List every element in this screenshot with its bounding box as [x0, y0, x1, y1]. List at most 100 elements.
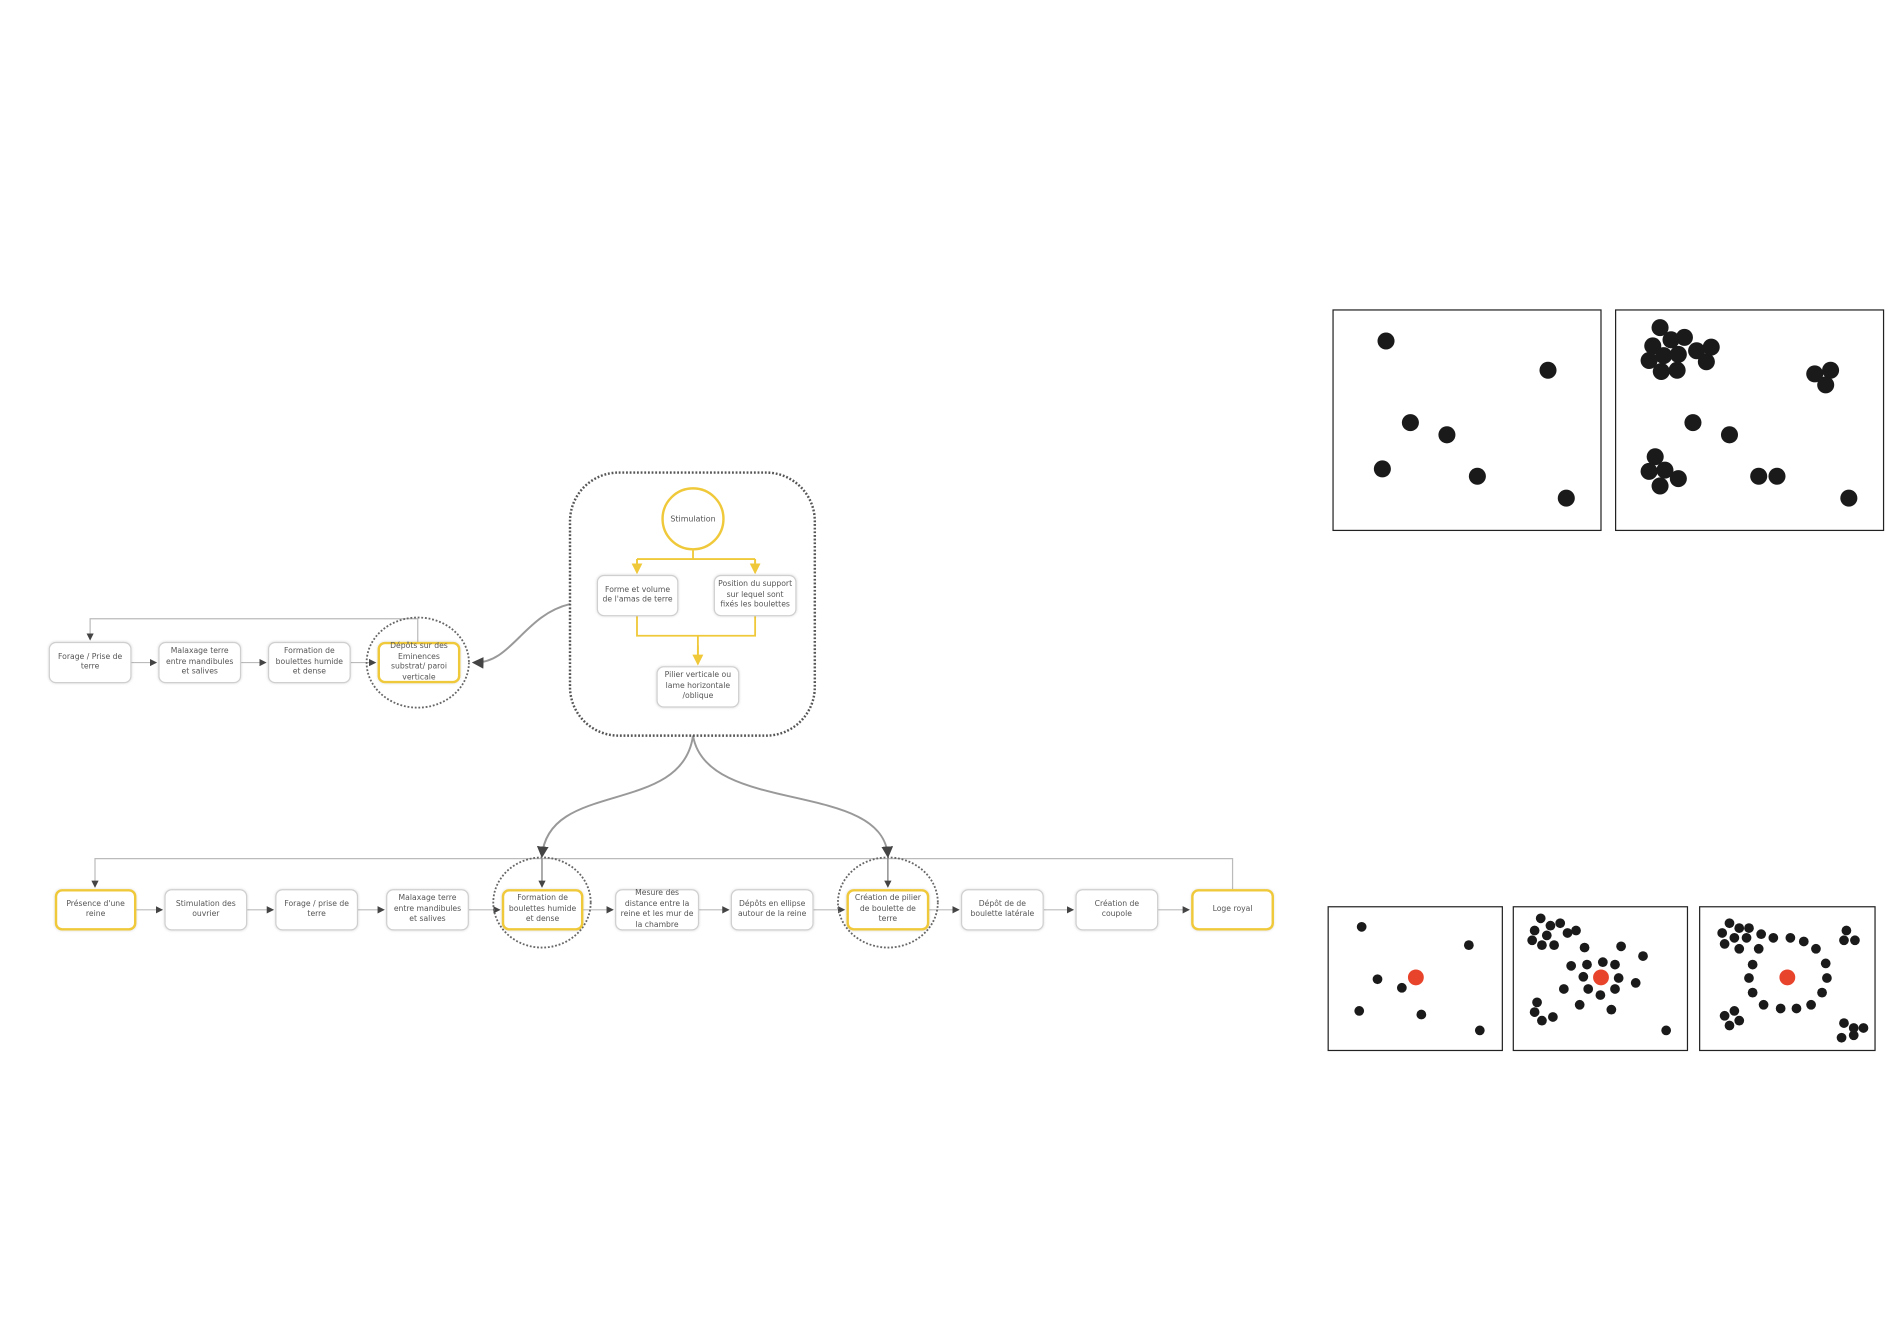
- pellet-dot: [1798, 936, 1809, 947]
- pellet-dot: [1716, 927, 1728, 939]
- step-forme-volume[interactable]: Forme et volume de l'amas de terre: [596, 574, 679, 617]
- pellet-dot: [1838, 935, 1850, 946]
- pellet-dot: [1848, 1030, 1859, 1041]
- pellet-dot: [1849, 935, 1861, 946]
- pellet-dot: [1719, 938, 1730, 950]
- pellet-dot: [1547, 1011, 1559, 1023]
- feedback-line-top: [86, 618, 419, 642]
- step-malaxage-top[interactable]: Malaxage terre entre mandibules et saliv…: [158, 641, 242, 684]
- curve-to-pilier: [692, 735, 894, 859]
- pellet-dot: [1733, 943, 1745, 954]
- pellet-dot: [1529, 1006, 1540, 1018]
- focus-circle-depots: [365, 616, 470, 709]
- pellet-dot: [1668, 361, 1686, 379]
- pellet-dot: [1816, 987, 1828, 998]
- pellet-dot: [1595, 989, 1606, 1001]
- pellet-dot: [1785, 932, 1796, 944]
- pellet-dot: [1753, 943, 1764, 954]
- step-creation-pilier[interactable]: Création de pilier de boulette de terre: [846, 889, 930, 931]
- pellet-dot: [1675, 328, 1693, 346]
- pellet-dot: [1377, 332, 1395, 350]
- pellet-dot: [1356, 921, 1367, 933]
- pellet-dot: [1729, 1005, 1740, 1017]
- pellet-dot: [1578, 971, 1589, 983]
- pellet-dot: [1615, 941, 1627, 952]
- step-presence-reine[interactable]: Présence d'une reine: [54, 889, 137, 931]
- pellet-dot: [1747, 959, 1758, 970]
- pellet-dot: [1822, 361, 1840, 379]
- pellet-dot: [1768, 467, 1786, 485]
- step-depots-top[interactable]: Dépôts sur des Eminences substrat/ paroi…: [377, 641, 461, 684]
- pellet-dot: [1562, 927, 1573, 939]
- pellet-dot: [1702, 338, 1720, 356]
- step-formation-top[interactable]: Formation de boulettes humide et dense: [267, 641, 351, 684]
- pellet-dot: [1579, 942, 1590, 953]
- pellet-dot: [1768, 932, 1779, 944]
- pellet-dot: [1541, 930, 1553, 941]
- step-forage-bottom[interactable]: Forage / prise de terre: [275, 889, 359, 931]
- pellet-dot: [1651, 477, 1669, 495]
- pellet-dot: [1554, 917, 1566, 929]
- step-malaxage-bottom[interactable]: Malaxage terre entre mandibules et saliv…: [386, 889, 469, 931]
- pellet-dot: [1655, 347, 1673, 365]
- pellet-dot: [1719, 1010, 1730, 1021]
- pellet-dot: [1743, 922, 1755, 934]
- pellet-dot: [1416, 1009, 1427, 1020]
- step-creation-coupole[interactable]: Création de coupole: [1075, 889, 1159, 931]
- pellet-dot: [1775, 1003, 1786, 1014]
- pellet-dot: [1531, 997, 1543, 1008]
- focus-circle-pilier: [837, 856, 939, 949]
- queen-dot: [1592, 968, 1609, 985]
- pellet-dot: [1640, 462, 1658, 480]
- pellet-dot: [1463, 939, 1475, 951]
- pellet-dot: [1536, 939, 1548, 951]
- pellet-dot: [1652, 362, 1670, 381]
- pellet-dot: [1613, 972, 1624, 984]
- pellet-dot: [1841, 925, 1852, 936]
- step-formation-bottom[interactable]: Formation de boulettes humide et dense: [501, 889, 584, 931]
- queen-dot: [1778, 968, 1795, 985]
- pellet-dot: [1582, 983, 1594, 995]
- step-forage-top[interactable]: Forage / Prise de terre: [48, 641, 132, 684]
- queen-dot: [1407, 968, 1424, 985]
- step-depots-ellipse[interactable]: Dépôts en ellipse autour de la reine: [730, 889, 814, 931]
- pellet-dot: [1821, 972, 1833, 984]
- focus-circle-formation: [492, 856, 592, 949]
- pellet-dot: [1662, 331, 1680, 349]
- pellet-dot: [1684, 414, 1702, 432]
- pellet-dot: [1565, 960, 1577, 972]
- pellet-dot: [1656, 461, 1674, 479]
- curve-to-top-row: [471, 603, 571, 669]
- pellet-dot: [1820, 958, 1831, 969]
- pellet-dot: [1474, 1025, 1486, 1036]
- pellet-dot: [1733, 922, 1745, 934]
- pellet-dot: [1743, 972, 1755, 984]
- pellet-dot: [1536, 1015, 1548, 1026]
- pellet-dot: [1401, 414, 1419, 432]
- pellet-dot: [1810, 943, 1822, 954]
- pellet-dot: [1535, 913, 1546, 924]
- step-position-support[interactable]: Position du support sur lequel sont fixé…: [713, 574, 797, 617]
- pellet-dot: [1720, 426, 1739, 444]
- step-pilier-lame[interactable]: Pilier verticale ou lame horizontale /ob…: [656, 666, 740, 708]
- pellet-dot: [1646, 448, 1664, 466]
- step-loge-royal[interactable]: Loge royal: [1191, 889, 1274, 931]
- step-depot-laterale[interactable]: Dépôt de de boulette latérale: [960, 889, 1044, 931]
- pellet-dot: [1758, 999, 1769, 1011]
- pellet-dot: [1697, 353, 1715, 371]
- step-mesure-distance[interactable]: Mesure des distance entre la reine et le…: [615, 889, 700, 931]
- stimulation-node[interactable]: Stimulation: [661, 487, 725, 551]
- feedback-line-bottom: [91, 858, 1234, 890]
- pellet-dot: [1468, 467, 1486, 485]
- pellet-dot: [1755, 928, 1767, 940]
- pellet-dot: [1526, 935, 1538, 946]
- pellet-panel-random: [1332, 309, 1602, 532]
- step-stimulation-ouvrier[interactable]: Stimulation des ouvrier: [164, 889, 248, 931]
- pellet-dot: [1558, 983, 1570, 995]
- pellet-dot: [1848, 1022, 1859, 1034]
- stimulation-group-frame: [568, 471, 817, 737]
- pellet-dot: [1597, 956, 1609, 968]
- pellet-dot: [1353, 1005, 1365, 1017]
